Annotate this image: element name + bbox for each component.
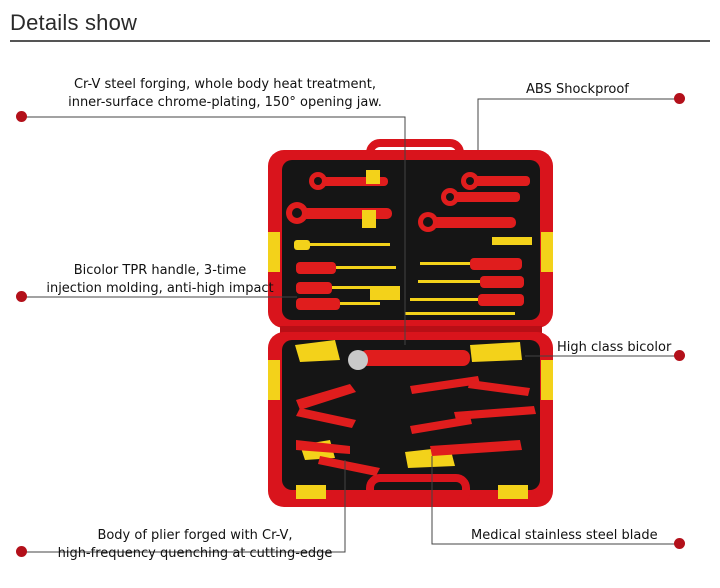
callout-lines bbox=[22, 98, 680, 553]
hinge bbox=[280, 326, 542, 336]
bottom-handle bbox=[366, 474, 470, 506]
latch-right-bottom bbox=[541, 360, 553, 400]
callout-forging: Cr-V steel forging, whole body heat trea… bbox=[50, 76, 400, 112]
callout-plier-line2: high-frequency quenching at cutting-edge bbox=[57, 546, 333, 561]
page-title: Details show bbox=[10, 10, 138, 35]
latch-bottom-right bbox=[498, 485, 528, 499]
callout-plier: Body of plier forged with Cr-V, high-fre… bbox=[45, 527, 345, 563]
callout-dot-blade bbox=[674, 538, 685, 549]
title-divider bbox=[10, 40, 710, 42]
callout-forging-line2: inner-surface chrome-plating, 150° openi… bbox=[68, 95, 382, 110]
latch-left-bottom bbox=[268, 360, 280, 400]
callout-dot-bicolor bbox=[674, 350, 685, 361]
latch-right-top bbox=[541, 232, 553, 272]
latch-bottom-left bbox=[296, 485, 326, 499]
callout-handle-line2: injection molding, anti-high impact bbox=[46, 281, 274, 296]
plier-set bbox=[296, 350, 536, 476]
latch-left-top bbox=[268, 232, 280, 272]
line-forging bbox=[22, 116, 406, 345]
line-blade bbox=[431, 456, 680, 545]
line-plier bbox=[22, 460, 346, 553]
callout-forging-line1: Cr-V steel forging, whole body heat trea… bbox=[73, 77, 377, 92]
screwdriver-set bbox=[294, 240, 524, 315]
callout-dot-handle bbox=[16, 291, 27, 302]
callout-dot-plier bbox=[16, 546, 27, 557]
callout-abs: ABS Shockproof bbox=[526, 82, 629, 97]
line-abs bbox=[477, 98, 680, 150]
callout-dot-forging bbox=[16, 111, 27, 122]
callout-handle-line1: Bicolor TPR handle, 3-time bbox=[73, 263, 247, 278]
callout-handle: Bicolor TPR handle, 3-time injection mol… bbox=[40, 262, 280, 298]
callout-plier-line1: Body of plier forged with Cr-V, bbox=[97, 528, 293, 543]
callout-dot-abs bbox=[674, 93, 685, 104]
callout-bicolor: High class bicolor bbox=[557, 340, 672, 355]
callout-blade: Medical stainless steel blade bbox=[471, 528, 658, 543]
